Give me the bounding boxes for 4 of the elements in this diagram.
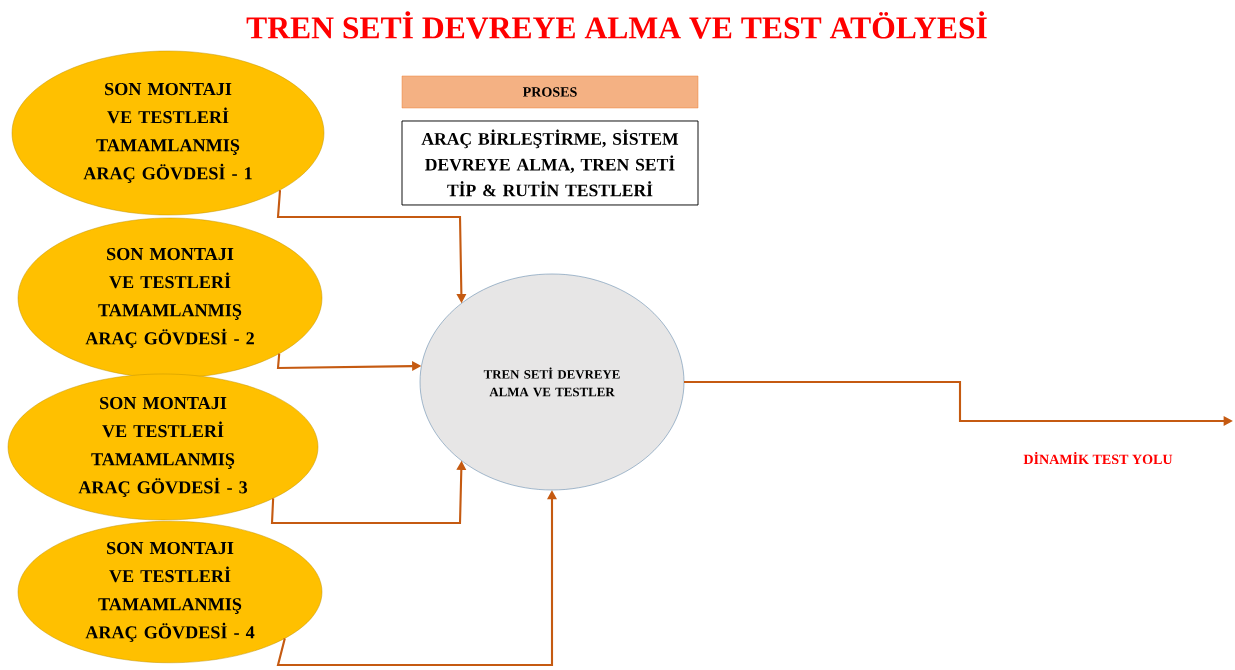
header-bar: PROSES [401,75,699,109]
title: TREN SETİ DEVREYE ALMA VE TEST ATÖLYESİ [246,11,987,39]
edge-label: DİNAMİK TEST YOLU [1021,449,1175,467]
process-box: ARAÇ BİRLEŞTİRME, SİSTEM DEVREYE ALMA, TREN SETİ TİP & RUTİN TESTLERİ [401,120,699,206]
